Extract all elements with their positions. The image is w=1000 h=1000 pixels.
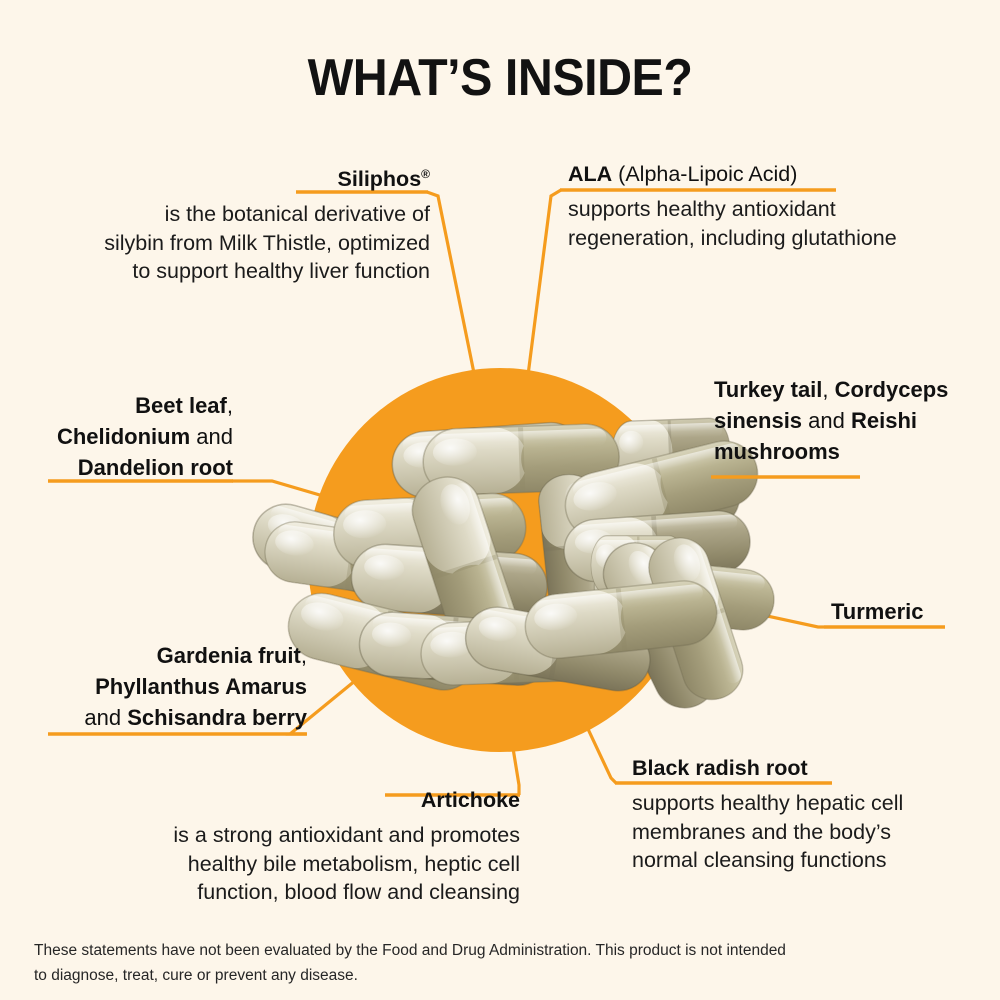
registered-trademark-icon: ®: [421, 167, 430, 181]
callout-mushrooms-line-2: sinensis and Reishi: [714, 408, 918, 433]
callout-black-radish-name: Black radish root: [632, 756, 808, 780]
connector-beet: [232, 479, 331, 500]
callout-ala-body: supports healthy antioxidant regeneratio…: [568, 197, 897, 250]
connector-ala: [525, 188, 562, 384]
callout-turmeric: Turmeric: [831, 598, 991, 626]
connector-mushrooms: [667, 475, 712, 492]
callout-gardenia-line-2: Phyllanthus Amarus: [95, 674, 307, 699]
callout-artichoke-name: Artichoke: [420, 788, 520, 812]
callout-siliphos: Siliphos® is the botanical derivative of…: [20, 160, 430, 286]
callout-gardenia: Gardenia fruit, Phyllanthus Amarus and S…: [20, 640, 307, 733]
callout-ala-name: ALA (Alpha-Lipoic Acid): [568, 162, 798, 186]
callout-gardenia-line-3: and Schisandra berry: [84, 705, 307, 730]
capsule-pile: [244, 416, 778, 720]
callout-beet-line-3: Dandelion root: [77, 455, 233, 480]
callout-siliphos-body: is the botanical derivative of silybin f…: [104, 202, 430, 284]
callout-mushrooms-line-3: mushrooms: [714, 439, 840, 464]
fda-disclaimer: These statements have not been evaluated…: [34, 942, 786, 984]
callout-turmeric-name: Turmeric: [831, 599, 924, 624]
callout-beet-line-1: Beet leaf,: [135, 393, 233, 418]
callout-gardenia-line-1: Gardenia fruit,: [156, 643, 307, 668]
accent-circle: [308, 368, 692, 752]
callout-mushrooms: Turkey tail, Cordyceps sinensis and Reis…: [714, 374, 984, 467]
callout-beet-chelidonium-dandelion: Beet leaf, Chelidonium and Dandelion roo…: [20, 390, 233, 483]
callout-mushrooms-line-1: Turkey tail, Cordyceps: [714, 377, 949, 402]
callout-black-radish-body: supports healthy hepatic cell membranes …: [632, 791, 904, 872]
callout-artichoke-body: is a strong antioxidant and promotes hea…: [173, 823, 520, 904]
callout-ala: ALA (Alpha-Lipoic Acid) supports healthy…: [568, 160, 988, 252]
callout-siliphos-name: Siliphos®: [337, 167, 430, 192]
page-title: WHAT’S INSIDE?: [307, 49, 693, 107]
connector-siliphos: [426, 190, 478, 384]
connector-black-radish: [578, 711, 618, 785]
callout-beet-line-2: Chelidonium and: [56, 424, 233, 449]
callout-artichoke: Artichoke is a strong antioxidant and pr…: [60, 786, 520, 907]
connector-turmeric: [711, 602, 824, 629]
callout-black-radish: Black radish root supports healthy hepat…: [632, 754, 982, 875]
